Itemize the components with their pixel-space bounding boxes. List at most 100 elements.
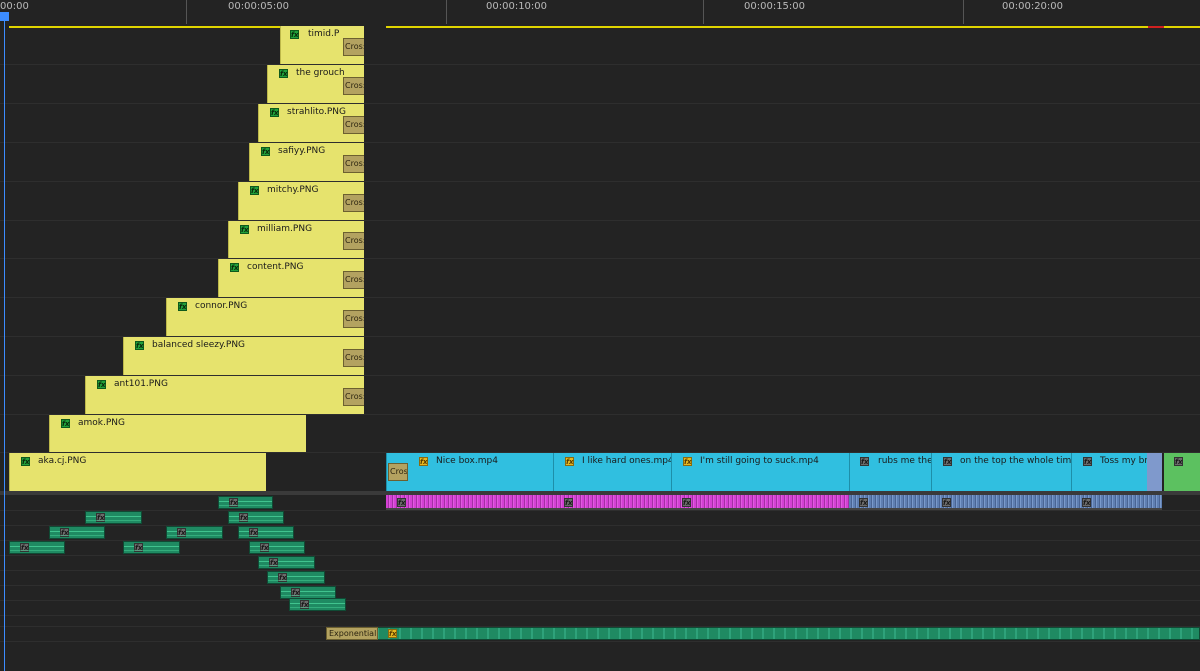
fx-badge-icon[interactable]: fx bbox=[250, 186, 259, 195]
clip-name: the grouch bbox=[296, 68, 345, 78]
work-area-bar[interactable] bbox=[386, 26, 1148, 28]
cross-dissolve-transition[interactable]: Cros: bbox=[343, 155, 364, 173]
fx-badge-icon[interactable]: fx bbox=[388, 629, 397, 638]
video-clip-small[interactable] bbox=[1147, 453, 1162, 491]
audio-clip[interactable]: fx bbox=[49, 526, 105, 539]
fx-badge-icon[interactable]: fx bbox=[564, 498, 573, 507]
image-clip[interactable]: fx content.PNG Cros: bbox=[218, 259, 364, 297]
fx-badge-icon[interactable]: fx bbox=[859, 498, 868, 507]
fx-badge-icon[interactable]: fx bbox=[239, 513, 248, 522]
track-separator bbox=[0, 258, 1200, 259]
audio-clip[interactable]: fx bbox=[258, 556, 315, 569]
cross-dissolve-transition[interactable]: Cros: bbox=[343, 116, 364, 134]
fx-badge-icon[interactable]: fx bbox=[300, 600, 309, 609]
image-clip[interactable]: fx aka.cj.PNG bbox=[9, 453, 266, 491]
cross-dissolve-transition[interactable]: Cros bbox=[388, 463, 408, 481]
cross-dissolve-transition[interactable]: Cros: bbox=[343, 310, 364, 328]
fx-badge-icon[interactable]: fx bbox=[134, 543, 143, 552]
time-ruler[interactable]: 00:00 00:00:05:00 00:00:10:00 00:00:15:0… bbox=[0, 0, 1200, 30]
fx-badge-icon[interactable]: fx bbox=[20, 543, 29, 552]
image-clip[interactable]: fx amok.PNG bbox=[49, 415, 306, 452]
fx-badge-icon[interactable]: fx bbox=[230, 263, 239, 272]
audio-waveform-clip[interactable]: fx fx fx bbox=[849, 495, 1162, 510]
audio-clip[interactable]: fx bbox=[249, 541, 305, 554]
cross-dissolve-transition[interactable]: Cros: bbox=[343, 38, 364, 56]
video-clip[interactable]: fx I'm still going to suck.mp4 bbox=[671, 453, 849, 491]
fx-badge-icon[interactable]: fx bbox=[61, 419, 70, 428]
music-audio-clip[interactable]: fx bbox=[326, 627, 1200, 640]
fx-badge-icon[interactable]: fx bbox=[1082, 498, 1091, 507]
fx-badge-icon[interactable]: fx bbox=[290, 30, 299, 39]
image-clip[interactable]: fx ant101.PNG Cros: bbox=[85, 376, 364, 414]
video-clip[interactable]: fx I like hard ones.mp4 bbox=[553, 453, 671, 491]
track-separator bbox=[0, 615, 1200, 616]
fx-badge-icon[interactable]: fx bbox=[178, 302, 187, 311]
video-audio-divider[interactable] bbox=[0, 491, 1200, 495]
image-clip[interactable]: fx the grouch Cros: bbox=[267, 65, 364, 103]
video-clip[interactable]: fx rubs me the bbox=[849, 453, 931, 491]
fx-badge-icon[interactable]: fx bbox=[1083, 457, 1092, 466]
fx-badge-icon[interactable]: fx bbox=[21, 457, 30, 466]
fx-badge-icon[interactable]: fx bbox=[269, 558, 278, 567]
cross-dissolve-transition[interactable]: Cros: bbox=[343, 232, 364, 250]
video-clip-green[interactable]: fx bbox=[1164, 453, 1200, 491]
fx-badge-icon[interactable]: fx bbox=[60, 528, 69, 537]
audio-clip[interactable]: fx bbox=[9, 541, 65, 554]
fx-badge-icon[interactable]: fx bbox=[860, 457, 869, 466]
fx-badge-icon[interactable]: fx bbox=[249, 528, 258, 537]
fx-badge-icon[interactable]: fx bbox=[565, 457, 574, 466]
fx-badge-icon[interactable]: fx bbox=[240, 225, 249, 234]
fx-badge-icon[interactable]: fx bbox=[291, 588, 300, 597]
video-clip[interactable]: fx on the top the whole time. bbox=[931, 453, 1071, 491]
cross-dissolve-transition[interactable]: Cros: bbox=[343, 349, 364, 367]
audio-clip[interactable]: fx bbox=[228, 511, 284, 524]
audio-clip[interactable]: fx bbox=[85, 511, 142, 524]
fx-badge-icon[interactable]: fx bbox=[97, 380, 106, 389]
image-clip[interactable]: fx milliam.PNG Cros: bbox=[228, 221, 364, 258]
fx-badge-icon[interactable]: fx bbox=[279, 69, 288, 78]
audio-clip[interactable]: fx bbox=[238, 526, 294, 539]
fx-badge-icon[interactable]: fx bbox=[278, 573, 287, 582]
fx-badge-icon[interactable]: fx bbox=[1174, 457, 1183, 466]
image-clip[interactable]: fx strahlito.PNG Cros: bbox=[258, 104, 364, 142]
video-clip[interactable]: fx Toss my br bbox=[1071, 453, 1147, 491]
audio-clip[interactable]: fx bbox=[218, 496, 273, 509]
fx-badge-icon[interactable]: fx bbox=[419, 457, 428, 466]
fx-badge-icon[interactable]: fx bbox=[177, 528, 186, 537]
track-separator bbox=[0, 181, 1200, 182]
work-area-bar[interactable] bbox=[1164, 26, 1200, 28]
fx-badge-icon[interactable]: fx bbox=[229, 498, 238, 507]
track-separator bbox=[0, 297, 1200, 298]
playhead-handle[interactable] bbox=[0, 12, 9, 21]
playhead-line[interactable] bbox=[4, 12, 5, 671]
clip-name: mitchy.PNG bbox=[267, 185, 319, 195]
fx-badge-icon[interactable]: fx bbox=[135, 341, 144, 350]
fx-badge-icon[interactable]: fx bbox=[96, 513, 105, 522]
cross-dissolve-transition[interactable]: Cros: bbox=[343, 388, 364, 406]
audio-waveform-clip[interactable]: fx fx fx bbox=[386, 495, 849, 510]
fx-badge-icon[interactable]: fx bbox=[943, 457, 952, 466]
fx-badge-icon[interactable]: fx bbox=[682, 498, 691, 507]
video-clip[interactable]: fx Nice box.mp4 Cros bbox=[386, 453, 553, 491]
cross-dissolve-transition[interactable]: Cros: bbox=[343, 271, 364, 289]
fx-badge-icon[interactable]: fx bbox=[942, 498, 951, 507]
fx-badge-icon[interactable]: fx bbox=[261, 147, 270, 156]
fx-badge-icon[interactable]: fx bbox=[683, 457, 692, 466]
image-clip[interactable]: fx timid.P Cros: bbox=[280, 26, 364, 64]
cross-dissolve-transition[interactable]: Cros: bbox=[343, 77, 364, 95]
fx-badge-icon[interactable]: fx bbox=[397, 498, 406, 507]
image-clip[interactable]: fx connor.PNG Cros: bbox=[166, 298, 364, 336]
audio-clip[interactable]: fx bbox=[267, 571, 325, 584]
cross-dissolve-transition[interactable]: Cros: bbox=[343, 194, 364, 212]
fx-badge-icon[interactable]: fx bbox=[270, 108, 279, 117]
exponential-fade-transition[interactable]: Exponential bbox=[326, 627, 378, 640]
image-clip[interactable]: fx mitchy.PNG Cros: bbox=[238, 182, 364, 220]
image-clip[interactable]: fx safiyy.PNG Cros: bbox=[249, 143, 364, 181]
work-area-bar[interactable] bbox=[9, 26, 364, 28]
image-clip[interactable]: fx balanced sleezy.PNG Cros: bbox=[123, 337, 364, 375]
audio-clip[interactable]: fx bbox=[166, 526, 223, 539]
audio-clip[interactable]: fx bbox=[123, 541, 180, 554]
audio-clip[interactable]: fx bbox=[289, 598, 346, 611]
fx-badge-icon[interactable]: fx bbox=[260, 543, 269, 552]
